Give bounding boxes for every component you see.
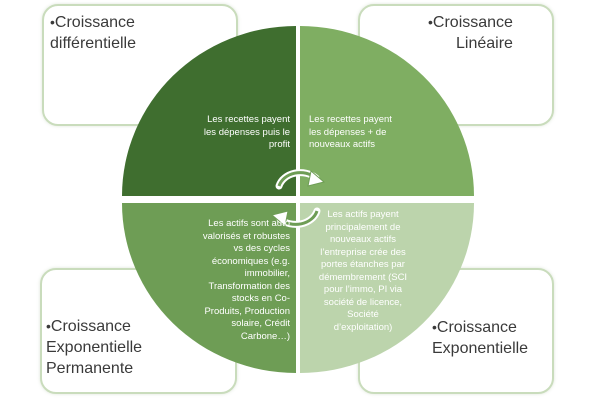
label-croissance-lineaire: •Croissance Linéaire [428, 12, 513, 54]
quadrant-text-bottom-left: Les actifs sont auto valorisés et robust… [202, 218, 290, 342]
quadrant-top-right [300, 26, 474, 196]
quadrant-bottom-right [300, 203, 474, 373]
quadrant-bottom-left [122, 203, 296, 373]
quadrant-text-bottom-right: Les actifs payent principalement de nouv… [318, 209, 408, 333]
quadrant-top-left [122, 26, 296, 196]
label-text: Croissance différentielle [50, 14, 136, 52]
label-croissance-exponentielle-permanente: •Croissance Exponentielle Permanente [46, 316, 142, 379]
label-text: Croissance Exponentielle [432, 319, 529, 357]
label-croissance-differentielle: •Croissance différentielle [50, 12, 136, 54]
label-text: Croissance Linéaire [432, 14, 513, 52]
quadrant-text-top-left: Les recettes payent les dépenses puis le… [203, 114, 290, 150]
bullet-icon: • [428, 14, 433, 30]
arrow-head-left-icon [270, 210, 289, 227]
label-croissance-exponentielle: •Croissance Exponentielle [432, 317, 528, 359]
quadrant-text-top-right: Les recettes payent les dépenses + de no… [309, 114, 392, 150]
bullet-icon: • [46, 318, 51, 334]
label-text: Croissance Exponentielle Permanente [46, 318, 143, 377]
bullet-icon: • [50, 14, 55, 30]
bullet-icon: • [432, 319, 437, 335]
arrow-head-right-icon [307, 170, 326, 187]
